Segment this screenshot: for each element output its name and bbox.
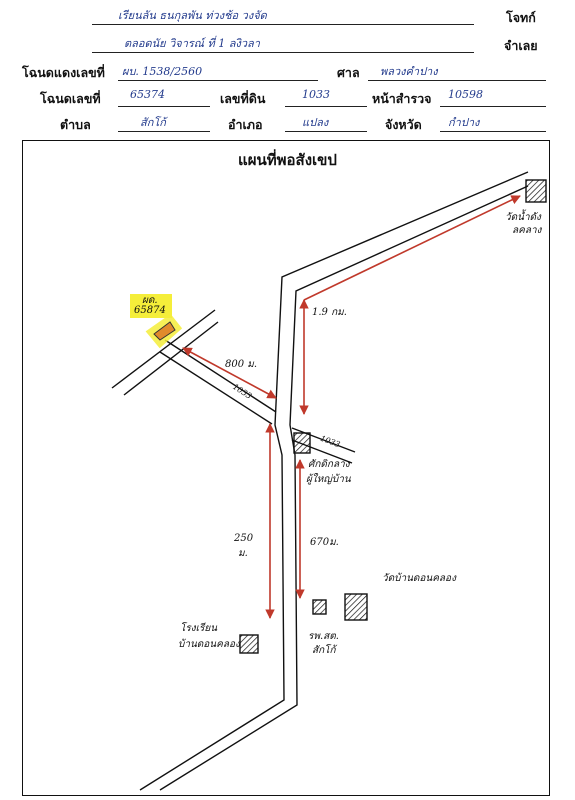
defendant-value: ตลอดนัย วิจารณ์ ที่ 1 ลงิวลา [124,37,260,50]
junction-marker [293,432,311,454]
distance-250-unit: ม. [238,548,248,559]
deed-number-line [118,80,318,81]
temple-top-right-label-2: ลคลาง [512,225,542,236]
survey-page-line [440,106,546,107]
junction-label: ศักดิกลาง [308,459,350,470]
land-no-label: เลขที่ดิน [220,91,266,106]
school-marker [239,634,259,654]
distance-arrows [182,195,521,619]
district-value: แปลง [302,116,329,129]
plaintiff-line [92,24,474,25]
title-deed-value: 65374 [130,88,165,101]
court-label: ศาล [337,65,360,80]
map-frame [22,140,550,796]
land-no-value: 1033 [302,88,330,101]
district-label: อำเภอ [228,117,263,132]
deed-number-value: ผบ. 1538/2560 [122,65,203,78]
title-deed-line [118,106,210,107]
distance-250: 250 [234,533,254,544]
subdistrict-label: ตำบล [60,117,91,132]
subdistrict-line [118,131,210,132]
land-plot [145,313,183,349]
court-line [368,80,546,81]
plot-cross-road [111,309,219,396]
defendant-label: จำเลย [504,38,538,53]
distance-1-9km: 1.9 กม. [312,307,347,318]
temple-bottom-marker [344,593,368,621]
plaintiff-label: โจทก์ [506,10,536,25]
junction-label-2: ผู้ใหญ่บ้าน [306,474,351,485]
survey-page-label: หน้าสำรวจ [372,91,432,106]
province-line [440,131,546,132]
plot-tag-line1: ผด. [142,295,158,306]
subdistrict-value: สักโก้ [140,116,166,129]
health-center-label: รพ.สต. [308,631,339,642]
province-value: กำปาง [448,116,480,129]
temple-bottom-label: วัดบ้านดอนคลอง [382,573,456,584]
deed-number-label: โฉนดแดงเลขที่ [22,65,105,80]
school-label: โรงเรียน [180,623,218,634]
health-center-marker [312,599,327,615]
school-label-2: บ้านดอนคลอง [178,639,240,650]
plot-tag-line2: 65874 [134,305,166,316]
distance-800m: 800 ม. [225,359,258,370]
plaintiff-value: เรียนลัน ธนกุลพัน ท่วงช้อ วงจัด [118,9,267,22]
defendant-line [92,52,474,53]
survey-page-value: 10598 [448,88,483,101]
plot-tag-highlight [130,294,172,318]
temple-top-right-marker [525,179,547,203]
health-center-label-2: สักโก้ [312,645,336,656]
title-deed-label: โฉนดเลขที่ [40,91,101,106]
temple-top-right-label: วัดน้ำดัง [505,212,541,223]
court-value: พลวงคำปาง [380,65,438,78]
province-label: จังหวัด [385,117,422,132]
land-no-line [285,106,367,107]
distance-670m: 670ม. [310,537,339,548]
district-line [285,131,367,132]
map-title: แผนที่พอสังเขป [238,151,337,169]
